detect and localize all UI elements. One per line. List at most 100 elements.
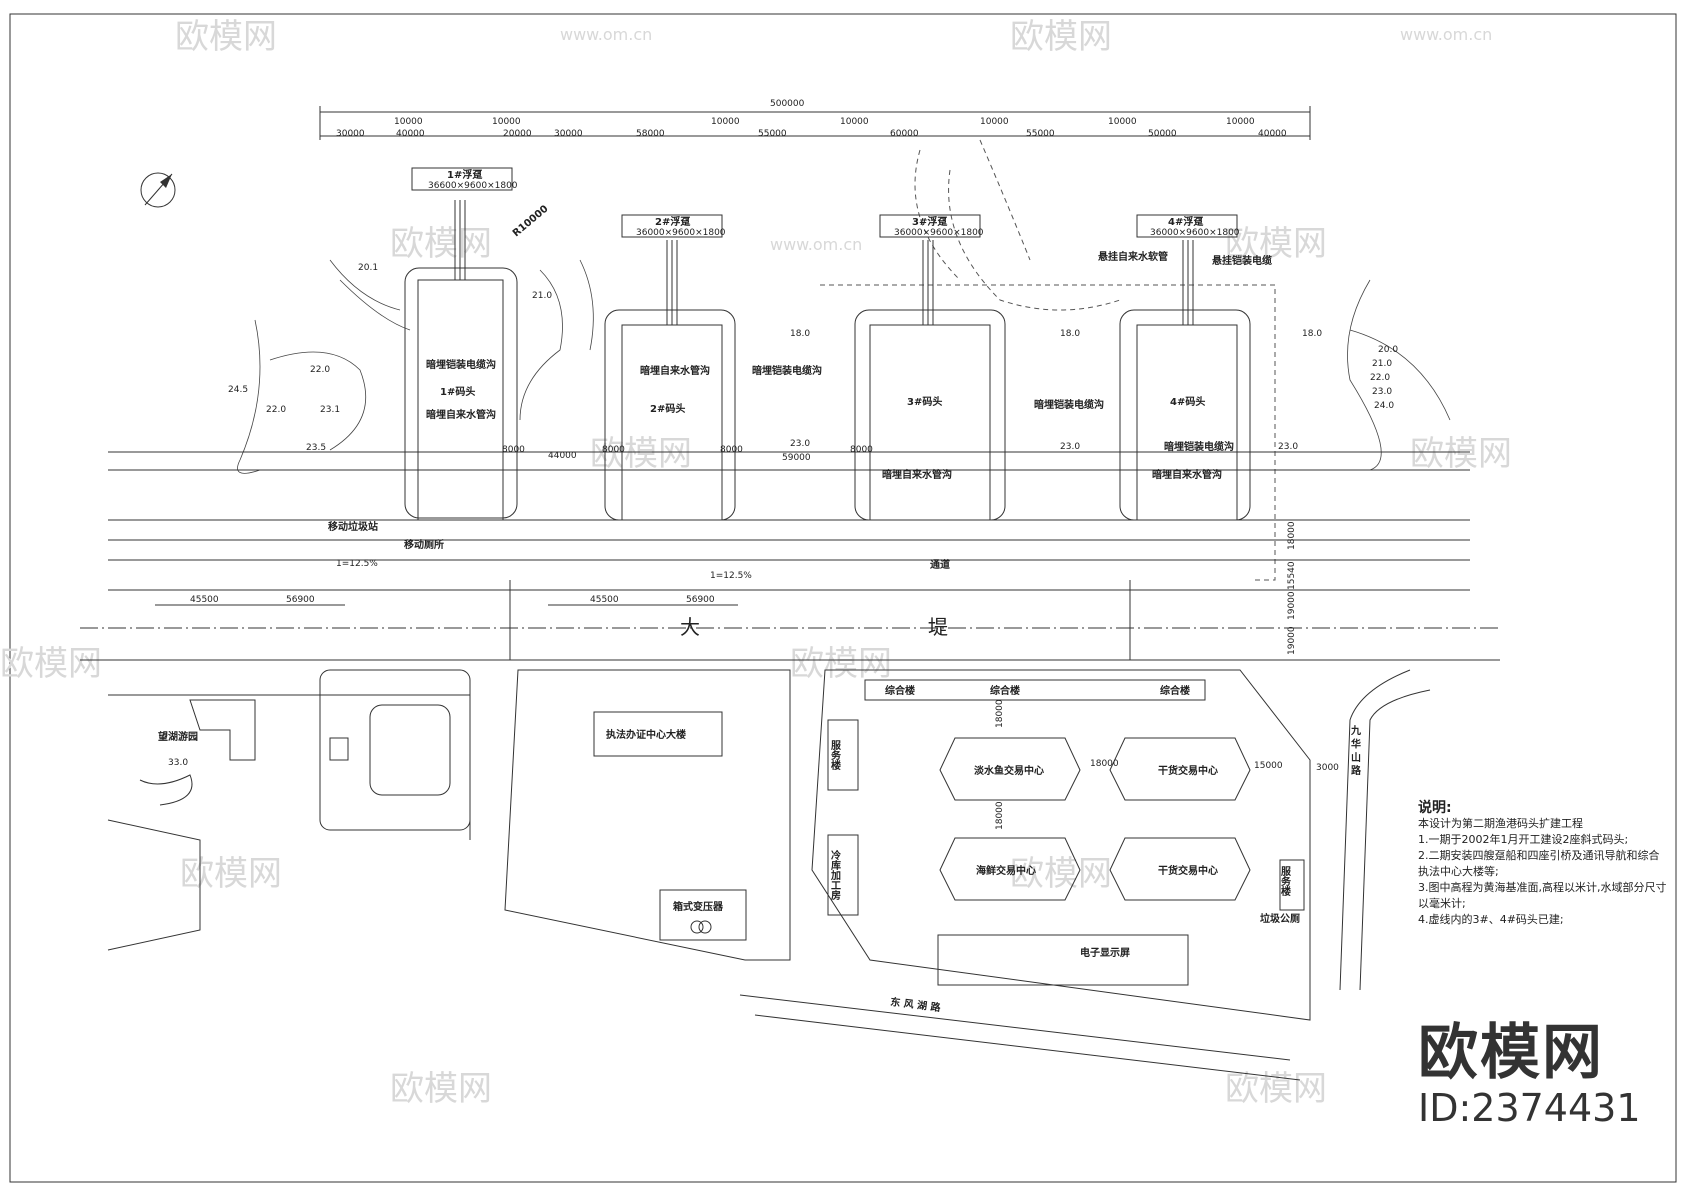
pontoon-3-box [879, 214, 981, 238]
frame-border [9, 13, 1677, 1183]
wharf-3 [854, 240, 1006, 521]
elevation-label: 18.0 [790, 329, 810, 339]
dry-goods-market-label: 干货交易中心 [1158, 764, 1218, 777]
dim-row1: 10000 [492, 117, 521, 127]
notes-line: 2.二期安装四艘趸船和四座引桥及通讯导航和综合执法中心大楼等; [1418, 849, 1660, 878]
elevation-label: 23.1 [320, 405, 340, 415]
watermark-text: 欧模网 [0, 644, 102, 684]
mobile-toilet-label: 移动厕所 [404, 538, 444, 551]
wharf-4-label: 4#码头 [1170, 395, 1205, 408]
dry-goods-market-label: 干货交易中心 [1158, 864, 1218, 877]
transformer-icon [698, 920, 712, 934]
elevation-label: 24.0 [1374, 401, 1394, 411]
dim-right: 19000 [1287, 626, 1297, 655]
complex-building-label: 综合楼 [1160, 684, 1190, 697]
dike-label-1: 大 [680, 615, 700, 639]
elevation-label: 22.0 [1370, 373, 1390, 383]
road-jiuhua-label: 九 华 山 路 [1349, 724, 1362, 776]
seafood-market-label: 海鲜交易中心 [976, 864, 1036, 877]
elevation-label: 20.0 [1378, 345, 1398, 355]
wharf-3-label: 3#码头 [907, 395, 942, 408]
dim-row2: 20000 [503, 129, 532, 139]
hang-water-label: 悬挂自来水软管 [1097, 250, 1168, 263]
watermark-text: 欧模网 [590, 434, 692, 474]
watermark-text: 欧模网 [1010, 17, 1112, 57]
pontoon-4-size: 36000×9600×1800 [1150, 228, 1240, 238]
dim-row2: 55000 [1026, 129, 1055, 139]
dim-bottom: 45500 [590, 595, 619, 605]
dashed-contours [820, 139, 1276, 581]
dim-market: 18000 [995, 699, 1005, 728]
recycle-station-label: 移动垃圾站 [328, 520, 378, 533]
dim-right: 19000 [1287, 591, 1297, 620]
dim-row2: 40000 [1258, 129, 1287, 139]
dim-mid: 8000 [502, 445, 525, 455]
fresh-fish-market-label: 淡水鱼交易中心 [974, 764, 1044, 777]
dim-row1: 10000 [980, 117, 1009, 127]
cable-trench-label: 暗埋铠装电缆沟 [752, 364, 822, 377]
brand-watermark: 欧模网 ID:2374431 [1418, 1020, 1641, 1130]
elevation-label: 23.5 [306, 443, 326, 453]
slope-label: 1=12.5% [336, 559, 378, 569]
dim-right: 18000 [1287, 521, 1297, 550]
elevation-label: 21.0 [1372, 359, 1392, 369]
brand-id: ID:2374431 [1418, 1086, 1641, 1130]
park-label: 望湖游园 [158, 730, 198, 743]
pontoon-3-size: 36000×9600×1800 [894, 228, 984, 238]
pontoon-4-name: 4#浮趸 [1168, 215, 1204, 228]
market-block [811, 669, 1311, 1021]
dim-mid: 44000 [548, 451, 577, 461]
dim-row2: 30000 [336, 129, 365, 139]
water-pipe-label: 暗埋自来水管沟 [640, 364, 710, 377]
display-screen-label: 电子显示屏 [1080, 946, 1130, 959]
park-elevation: 33.0 [168, 758, 188, 768]
complex-building-label: 综合楼 [885, 684, 915, 697]
office-building-label: 执法办证中心大楼 [606, 728, 686, 741]
dike-label-2: 堤 [928, 615, 948, 639]
elevation-label: 21.0 [532, 291, 552, 301]
design-notes: 说明: 本设计为第二期渔港码头扩建工程 1.一期于2002年1月开工建设2座斜式… [1418, 800, 1668, 928]
passage-label: 通道 [930, 558, 950, 571]
dim-mid: 8000 [720, 445, 743, 455]
elevation-label: 18.0 [1060, 329, 1080, 339]
transformer-icon [690, 920, 704, 934]
cable-trench-label: 暗埋铠装电缆沟 [1164, 440, 1234, 453]
wharf-1 [404, 200, 518, 521]
watermark-text: 欧模网 [175, 17, 277, 57]
pontoon-2-name: 2#浮趸 [655, 215, 691, 228]
dim-market: 15000 [1254, 761, 1283, 771]
park-area [107, 669, 471, 951]
dim-mid: 8000 [602, 445, 625, 455]
elevation-label: 23.0 [1278, 442, 1298, 452]
elevation-label: 24.5 [228, 385, 248, 395]
water-pipe-label: 暗埋自来水管沟 [1152, 468, 1222, 481]
elevation-label: 23.0 [1372, 387, 1392, 397]
dim-row1: 10000 [394, 117, 423, 127]
dim-bottom: 56900 [686, 595, 715, 605]
water-pipe-label: 暗埋自来水管沟 [426, 408, 496, 421]
north-arrow-icon [140, 172, 176, 208]
notes-line: 本设计为第二期渔港码头扩建工程 [1418, 817, 1583, 830]
dim-row1: 10000 [711, 117, 740, 127]
watermark-url: www.om.cn [1400, 25, 1492, 44]
dim-row2: 60000 [890, 129, 919, 139]
elevation-label: 23.0 [790, 439, 810, 449]
pontoon-1-name: 1#浮趸 [447, 168, 483, 181]
watermark-text: 欧模网 [390, 1069, 492, 1109]
watermark-text: 欧模网 [1225, 224, 1327, 264]
watermark-text: 欧模网 [1225, 1069, 1327, 1109]
elevation-label: 23.0 [1060, 442, 1080, 452]
elevation-label: 18.0 [1302, 329, 1322, 339]
notes-line: 4.虚线内的3#、4#码头已建; [1418, 913, 1564, 926]
office-block [504, 669, 791, 961]
hang-cable-label: 悬挂铠装电缆 [1211, 254, 1272, 267]
dim-row2: 50000 [1148, 129, 1177, 139]
embankment [80, 451, 1500, 661]
notes-line: 1.一期于2002年1月开工建设2座斜式码头; [1418, 833, 1629, 846]
dim-overall: 500000 [770, 99, 805, 109]
dim-market: 18000 [1090, 759, 1119, 769]
complex-building-label: 综合楼 [990, 684, 1020, 697]
watermark-text: 欧模网 [1010, 854, 1112, 894]
dim-market: 18000 [995, 801, 1005, 830]
slope-label: 1=12.5% [710, 571, 752, 581]
